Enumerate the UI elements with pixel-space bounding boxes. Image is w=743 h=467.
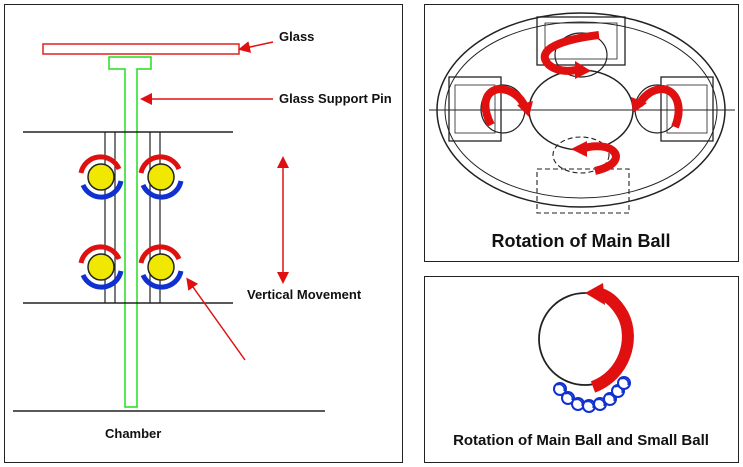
glass-label: Glass — [279, 29, 315, 44]
top-rotation-arrow — [540, 31, 600, 75]
red-rotation-arc — [78, 154, 122, 174]
support-pin — [108, 56, 152, 408]
left-block-inner — [454, 84, 496, 134]
yellow-ball — [147, 163, 175, 191]
housing-bushing — [104, 132, 161, 303]
small-ball-rotation-arc — [596, 398, 605, 407]
main-ball-rotation-arrow — [590, 287, 634, 393]
yellow-ball — [87, 253, 115, 281]
small-ball-rotation-arc — [564, 392, 573, 401]
right-block — [660, 76, 714, 142]
red-rotation-arc — [138, 154, 182, 174]
main-ball-caption: Rotation of Main Ball — [491, 231, 671, 251]
bearing-ball — [138, 244, 184, 290]
main-ball-rotation-arrowhead — [585, 283, 605, 305]
left-block — [448, 76, 502, 142]
small-ball-rotation-arc — [606, 393, 615, 402]
small-ball-rotation-arc — [620, 377, 629, 386]
blue-rotation-arc — [80, 270, 124, 290]
red-rotation-arc — [138, 244, 182, 264]
right-rotation-arrow — [635, 84, 683, 129]
top-right-panel: Rotation of Main Ball — [424, 4, 739, 262]
top-rotation-arrowhead — [575, 61, 591, 79]
main-small-ball-caption: Rotation of Main Ball and Small Ball — [453, 432, 709, 449]
bottom-rotation-arrowhead — [571, 141, 587, 157]
left-rotation-arrowhead — [517, 101, 533, 117]
glass-plate — [42, 43, 240, 55]
left-panel: Glass Glass Support Pin Vertical Movemen… — [4, 4, 403, 463]
main-ball-rotation-diagram — [429, 12, 735, 214]
glass-pointer-arrow — [238, 41, 274, 53]
right-rotation-arrowhead — [631, 97, 647, 113]
chamber-label: Chamber — [105, 426, 162, 441]
blue-rotation-arc — [140, 270, 184, 290]
top-ball — [554, 32, 608, 78]
top-block-inner — [544, 22, 618, 60]
yellow-ball — [147, 253, 175, 281]
bottom-ball — [552, 136, 610, 174]
bearing-ball — [78, 154, 124, 200]
right-block-inner — [666, 84, 708, 134]
blue-rotation-arc — [80, 180, 124, 200]
vertical-movement-label: Vertical Movement — [247, 287, 362, 302]
bottom-right-panel: Rotation of Main Ball and Small Ball — [424, 276, 739, 463]
bottom-block — [536, 168, 630, 214]
small-ball-rotation-arc — [556, 383, 565, 392]
left-rotation-arrow — [481, 84, 529, 127]
main-small-ball-rotation-diagram — [538, 283, 634, 413]
blue-rotation-arc — [140, 180, 184, 200]
red-rotation-arc — [78, 244, 122, 264]
ball-pointer-arrow — [186, 277, 246, 361]
bearing-ball — [78, 244, 124, 290]
yellow-ball — [87, 163, 115, 191]
pin-mechanism-diagram — [13, 41, 325, 412]
small-ball-rotation-arc — [585, 400, 594, 409]
glass-support-pin-label: Glass Support Pin — [279, 91, 392, 106]
bearing-ball — [138, 154, 184, 200]
